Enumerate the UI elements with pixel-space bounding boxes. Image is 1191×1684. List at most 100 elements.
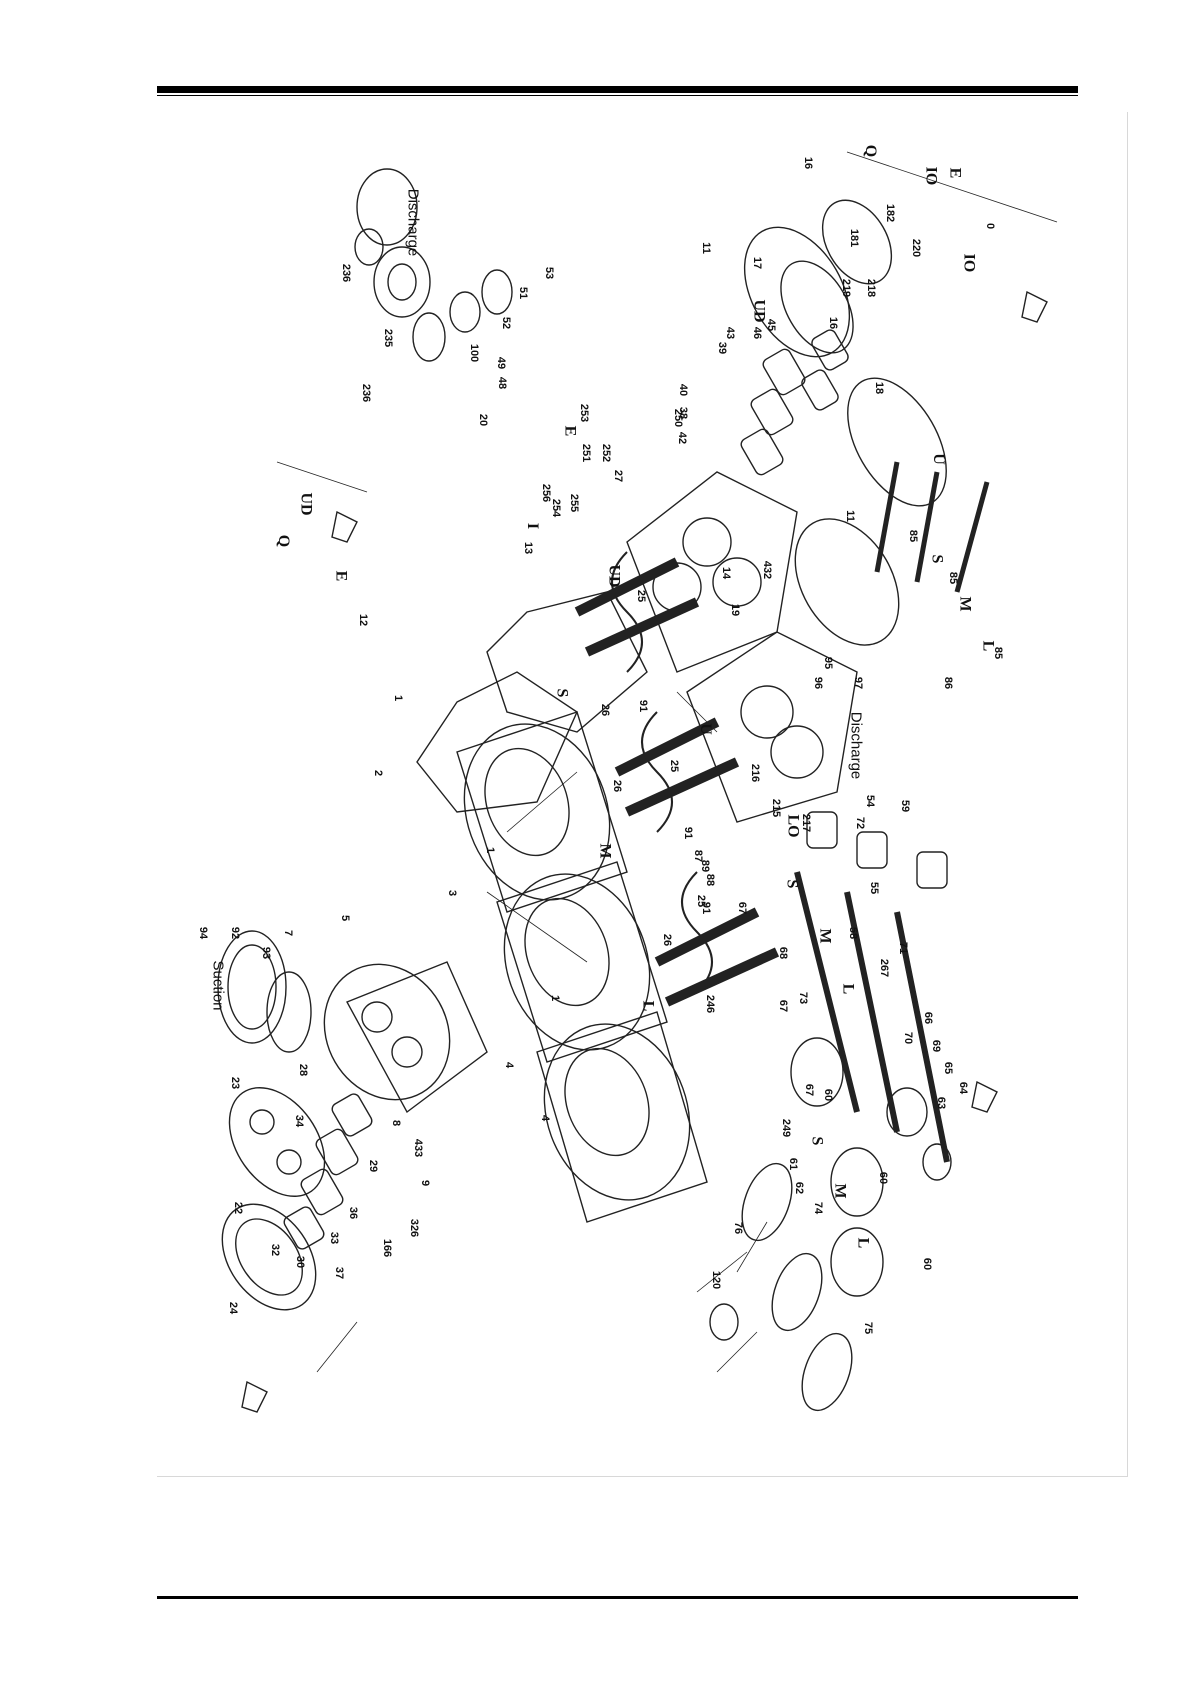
part-100: 100	[468, 343, 481, 363]
rotor-L-label: L	[639, 1000, 657, 1012]
part-76: 76	[732, 1221, 745, 1235]
rotor-casing-2	[496, 861, 668, 1063]
part-1-top: 1	[484, 846, 497, 854]
part-4-bottom: 4	[539, 1114, 552, 1122]
part-67-top: 67	[736, 901, 749, 915]
e-label-right: E	[946, 167, 964, 179]
discharge-label-top: Discharge	[404, 188, 422, 257]
part-166: 166	[381, 1238, 394, 1258]
part-68: 68	[777, 946, 790, 960]
part-27: 27	[612, 469, 625, 483]
part-51: 51	[517, 286, 530, 300]
part-16-mid: 16	[827, 316, 840, 330]
discharge-label-mid: Discharge	[847, 711, 865, 780]
part-88: 88	[704, 873, 717, 887]
part-64: 64	[957, 1081, 970, 1095]
rotor-casing-3	[536, 1011, 708, 1223]
header-rule-thin	[157, 95, 1078, 96]
part-7: 7	[282, 929, 295, 937]
outlet-housing	[686, 631, 858, 823]
part-24: 24	[227, 1301, 240, 1315]
part-95-mid: 95	[822, 656, 835, 670]
rod-M-label: M	[956, 596, 974, 612]
header-rule-thick	[157, 86, 1078, 93]
part-89: 89	[699, 859, 712, 873]
gasket-12	[486, 591, 648, 733]
part-256: 256	[540, 483, 553, 503]
part-40: 40	[677, 383, 690, 397]
part-1-upper: 1	[392, 694, 405, 702]
part-251: 251	[580, 443, 593, 463]
part-4-top: 4	[503, 1061, 516, 1069]
q-label-top: Q	[275, 534, 293, 548]
part-0: 0	[984, 222, 997, 230]
rotor-casing-1	[456, 711, 628, 913]
part-60-top: 60	[822, 1088, 835, 1102]
part-49: 49	[495, 356, 508, 370]
q-label-right: Q	[862, 144, 880, 158]
i-label: I	[524, 522, 542, 530]
part-96-mid: 96	[812, 676, 825, 690]
piston-M-label: M	[831, 1183, 849, 1199]
e-label-left: E	[332, 570, 350, 582]
part-25-mid: 25	[668, 759, 681, 773]
part-26-mid: 26	[611, 779, 624, 793]
part-120: 120	[710, 1270, 723, 1290]
part-11-top: 11	[699, 242, 712, 254]
part-58: 58	[847, 926, 860, 940]
exploded-view-figure: Suction Discharge Discharge S M L S M L …	[157, 112, 1128, 1477]
part-432: 432	[761, 560, 774, 580]
part-37: 37	[333, 1266, 346, 1280]
part-250: 250	[672, 408, 685, 428]
part-67-bottom: 67	[803, 1083, 816, 1097]
part-249: 249	[780, 1118, 793, 1138]
end-cover-assembly	[221, 1087, 326, 1311]
part-74: 74	[812, 1201, 825, 1215]
suction-label: Suction	[209, 960, 227, 1011]
part-217: 217	[800, 813, 813, 833]
part-52: 52	[500, 316, 513, 330]
part-252: 252	[600, 443, 613, 463]
part-18-bottom: 18	[873, 381, 886, 395]
footer-rule	[157, 1596, 1078, 1599]
part-94: 94	[197, 926, 210, 940]
part-1-mid: 1	[549, 994, 562, 1002]
part-219: 219	[840, 278, 853, 298]
rotor-M-label: M	[596, 843, 614, 859]
part-29: 29	[367, 1159, 380, 1173]
part-75: 75	[862, 1321, 875, 1335]
part-218: 218	[865, 278, 878, 298]
part-267: 267	[878, 958, 891, 978]
part-3: 3	[446, 889, 459, 897]
part-60-mid: 60	[877, 1171, 890, 1185]
part-45: 45	[765, 318, 778, 332]
bearing-stack-right	[740, 329, 849, 476]
part-246: 246	[704, 994, 717, 1014]
u-label-mid: U	[696, 723, 714, 735]
part-11-bottom: 11	[843, 510, 856, 522]
gasket-9	[416, 671, 578, 813]
part-9: 9	[419, 1179, 432, 1187]
part-53: 53	[543, 266, 556, 280]
part-67-mid: 67	[777, 999, 790, 1013]
part-181: 181	[848, 228, 861, 248]
part-182: 182	[884, 203, 897, 223]
part-54: 54	[864, 794, 877, 808]
slide-valves	[794, 811, 950, 1163]
part-71: 71	[897, 941, 910, 955]
part-14: 14	[720, 566, 733, 580]
rod-S-label: S	[928, 554, 946, 564]
part-93: 93	[260, 946, 273, 960]
part-30: 30	[294, 1255, 307, 1269]
part-36: 36	[347, 1206, 360, 1220]
part-65: 65	[942, 1061, 955, 1075]
part-20: 20	[477, 413, 490, 427]
part-85-bottom: 85	[992, 646, 1005, 660]
valve-L-label: L	[839, 983, 857, 995]
lo-label: LO	[784, 814, 802, 838]
part-59: 59	[899, 799, 912, 813]
io-label-1: IO	[922, 166, 940, 186]
part-85-mid: 85	[947, 571, 960, 585]
bearing-stack-left	[283, 1093, 373, 1250]
part-91-top: 91	[637, 699, 650, 713]
